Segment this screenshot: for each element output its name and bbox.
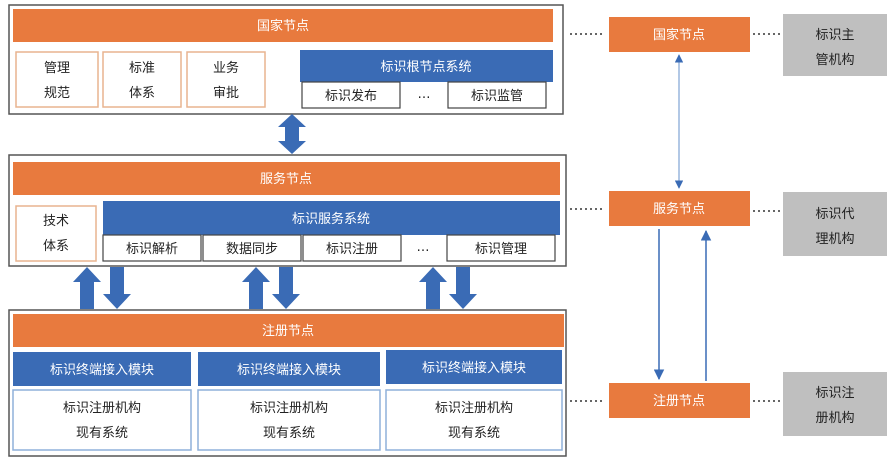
national-title: 国家节点 bbox=[257, 18, 309, 34]
right-national-node-label: 国家节点 bbox=[653, 27, 705, 43]
down-arrow-2 bbox=[272, 267, 300, 309]
national-node-panel: 国家节点 管理 规范 标准 体系 业务 审批 标识根节点系统 标识发布 … 标识… bbox=[8, 4, 564, 115]
module-2-body bbox=[197, 389, 381, 451]
national-box-management: 管理 规范 bbox=[15, 51, 99, 108]
module-3-body bbox=[385, 389, 563, 451]
right-national-node bbox=[609, 17, 750, 52]
right-registry-node bbox=[609, 383, 750, 418]
agency-national-line2: 管机构 bbox=[815, 53, 854, 68]
right-service-node-label: 服务节点 bbox=[653, 201, 705, 217]
service-item-resolve-label: 标识解析 bbox=[126, 242, 178, 257]
root-item-supervise-label: 标识监管 bbox=[471, 89, 523, 104]
national-box-approval-line2: 审批 bbox=[213, 86, 239, 101]
service-system-title: 标识服务系统 bbox=[292, 211, 370, 227]
up-arrow-3 bbox=[419, 267, 447, 309]
national-box-standard-line2: 体系 bbox=[129, 86, 155, 101]
agency-registry-box bbox=[783, 372, 887, 436]
national-box-standard: 标准 体系 bbox=[102, 51, 182, 108]
right-registry-node-label: 注册节点 bbox=[653, 394, 705, 409]
root-system-title: 标识根节点系统 bbox=[380, 60, 471, 75]
down-arrow-1 bbox=[103, 267, 131, 309]
root-item-supervise bbox=[447, 81, 547, 109]
service-item-ellipsis: … bbox=[417, 240, 430, 255]
module-2-line2: 现有系统 bbox=[263, 426, 315, 441]
root-item-publish bbox=[301, 81, 401, 109]
agency-registry-line1: 标识注 bbox=[815, 386, 854, 401]
agency-service-line2: 理机构 bbox=[815, 232, 854, 247]
agency-national-box bbox=[783, 14, 887, 76]
root-system-bar bbox=[300, 50, 553, 82]
service-node-panel: 服务节点 技术 体系 标识服务系统 标识解析 数据同步 标识注册 … 标识管理 bbox=[8, 154, 567, 267]
right-hierarchy: 国家节点 标识主 管机构 服务节点 标识代 理机构 注册节点 标识注 册机构 bbox=[570, 14, 887, 436]
service-item-register bbox=[302, 234, 402, 262]
module-1-line1: 标识注册机构 bbox=[63, 401, 141, 416]
agency-service-box bbox=[783, 192, 887, 256]
registry-title-bar bbox=[13, 314, 564, 347]
service-item-sync-label: 数据同步 bbox=[226, 242, 278, 257]
module-2-title: 标识终端接入模块 bbox=[237, 362, 341, 378]
root-item-publish-label: 标识发布 bbox=[325, 88, 377, 104]
registry-node-panel: 注册节点 标识终端接入模块 标识注册机构 现有系统 标识终端接入模块 标识注册机… bbox=[8, 309, 567, 457]
tech-box-line1: 技术 bbox=[43, 214, 69, 229]
national-box-approval-line1: 业务 bbox=[213, 60, 239, 76]
down-arrow-3 bbox=[449, 267, 477, 309]
module-2-line1: 标识注册机构 bbox=[250, 401, 328, 416]
up-arrow-2 bbox=[242, 267, 270, 309]
module-2-title-bar bbox=[198, 352, 380, 386]
module-3-line1: 标识注册机构 bbox=[435, 401, 513, 416]
registry-module-1: 标识终端接入模块 标识注册机构 现有系统 bbox=[12, 352, 192, 451]
service-item-resolve bbox=[102, 234, 202, 262]
agency-national-line1: 标识主 bbox=[815, 28, 854, 43]
right-service-node bbox=[609, 191, 750, 226]
service-item-manage-label: 标识管理 bbox=[475, 242, 527, 257]
module-3-title: 标识终端接入模块 bbox=[422, 360, 526, 376]
national-title-bar bbox=[13, 9, 553, 42]
up-arrow-1 bbox=[73, 267, 101, 309]
module-1-line2: 现有系统 bbox=[76, 426, 128, 441]
national-box-management-line2: 规范 bbox=[44, 86, 70, 101]
arrows-service-registry bbox=[73, 267, 477, 309]
national-box-approval: 业务 审批 bbox=[186, 51, 266, 108]
double-arrow-national-service bbox=[278, 114, 306, 154]
agency-service-line1: 标识代 bbox=[815, 207, 854, 222]
tech-box-line2: 体系 bbox=[43, 239, 69, 254]
service-item-manage bbox=[446, 234, 556, 262]
module-3-title-bar bbox=[386, 350, 562, 384]
service-title-bar bbox=[13, 162, 560, 195]
registry-title: 注册节点 bbox=[262, 324, 314, 339]
service-system-bar bbox=[103, 201, 560, 235]
tech-system-box: 技术 体系 bbox=[15, 205, 97, 262]
root-item-ellipsis: … bbox=[418, 87, 431, 102]
module-1-title-bar bbox=[13, 352, 191, 386]
registry-module-2: 标识终端接入模块 标识注册机构 现有系统 bbox=[197, 352, 381, 451]
agency-registry-line2: 册机构 bbox=[815, 411, 854, 426]
module-3-line2: 现有系统 bbox=[448, 426, 500, 441]
service-item-register-label: 标识注册 bbox=[326, 242, 378, 257]
national-box-standard-line1: 标准 bbox=[129, 61, 155, 76]
national-box-management-line1: 管理 bbox=[44, 61, 70, 76]
service-item-sync bbox=[202, 234, 302, 262]
module-1-title: 标识终端接入模块 bbox=[50, 362, 154, 378]
registry-module-3: 标识终端接入模块 标识注册机构 现有系统 bbox=[385, 350, 563, 451]
service-title: 服务节点 bbox=[260, 171, 312, 187]
module-1-body bbox=[12, 389, 192, 451]
